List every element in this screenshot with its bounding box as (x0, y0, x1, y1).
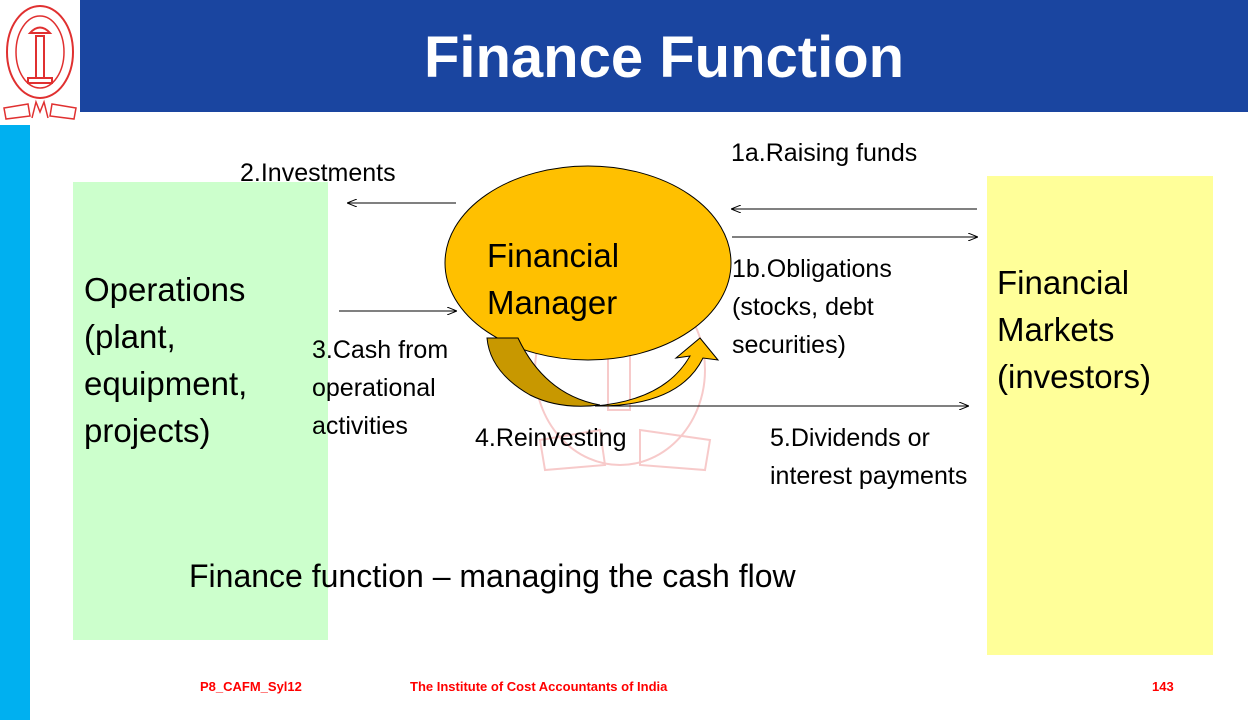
operations-label: Operations (plant, equipment, projects) (84, 266, 247, 454)
cash-label: 3.Cash from operational activities (312, 331, 448, 445)
obligations-line: (stocks, debt (732, 293, 874, 321)
reinvesting-label: 4.Reinvesting (475, 424, 627, 452)
investments-label: 2.Investments (240, 159, 396, 187)
financial-manager-ellipse (444, 165, 732, 361)
operations-line: equipment, (84, 365, 248, 402)
obligations-line: 1b.Obligations (732, 255, 892, 283)
title-bar (80, 0, 1248, 112)
obligations-label: 1b.Obligations (stocks, debt securities) (732, 250, 892, 364)
operations-box (73, 182, 328, 640)
footer-institute: The Institute of Cost Accountants of Ind… (410, 679, 668, 694)
manager-line: Financial (487, 237, 620, 274)
obligations-line: securities) (732, 331, 846, 359)
dividends-label: 5.Dividends or interest payments (770, 419, 967, 495)
operations-line: (plant, (84, 318, 176, 355)
slide-title: Finance Function (423, 25, 905, 90)
reinvest-arrow-tail-icon (486, 337, 601, 407)
page-number: 143 (1152, 679, 1174, 694)
reinvest-arrow-head-icon (594, 337, 720, 407)
cash-line: operational (312, 374, 436, 402)
dividends-line: interest payments (770, 462, 968, 490)
cash-line: activities (312, 412, 408, 440)
manager-label: Financial Manager (487, 232, 619, 326)
markets-line: (investors) (997, 358, 1152, 395)
cash-line: 3.Cash from (312, 336, 449, 364)
caption: Finance function – managing the cash flo… (189, 558, 796, 594)
footer-code: P8_CAFM_Syl12 (200, 679, 302, 694)
manager-line: Manager (487, 284, 618, 321)
financial-markets-box (987, 176, 1213, 655)
markets-line: Markets (997, 311, 1115, 348)
institute-logo-icon (3, 5, 77, 120)
markets-label: Financial Markets (investors) (997, 259, 1151, 400)
dividends-line: 5.Dividends or (770, 424, 930, 452)
operations-line: projects) (84, 412, 211, 449)
markets-line: Financial (997, 264, 1130, 301)
raising-funds-label: 1a.Raising funds (731, 139, 918, 167)
side-accent-strip (0, 125, 30, 720)
operations-line: Operations (84, 271, 246, 308)
